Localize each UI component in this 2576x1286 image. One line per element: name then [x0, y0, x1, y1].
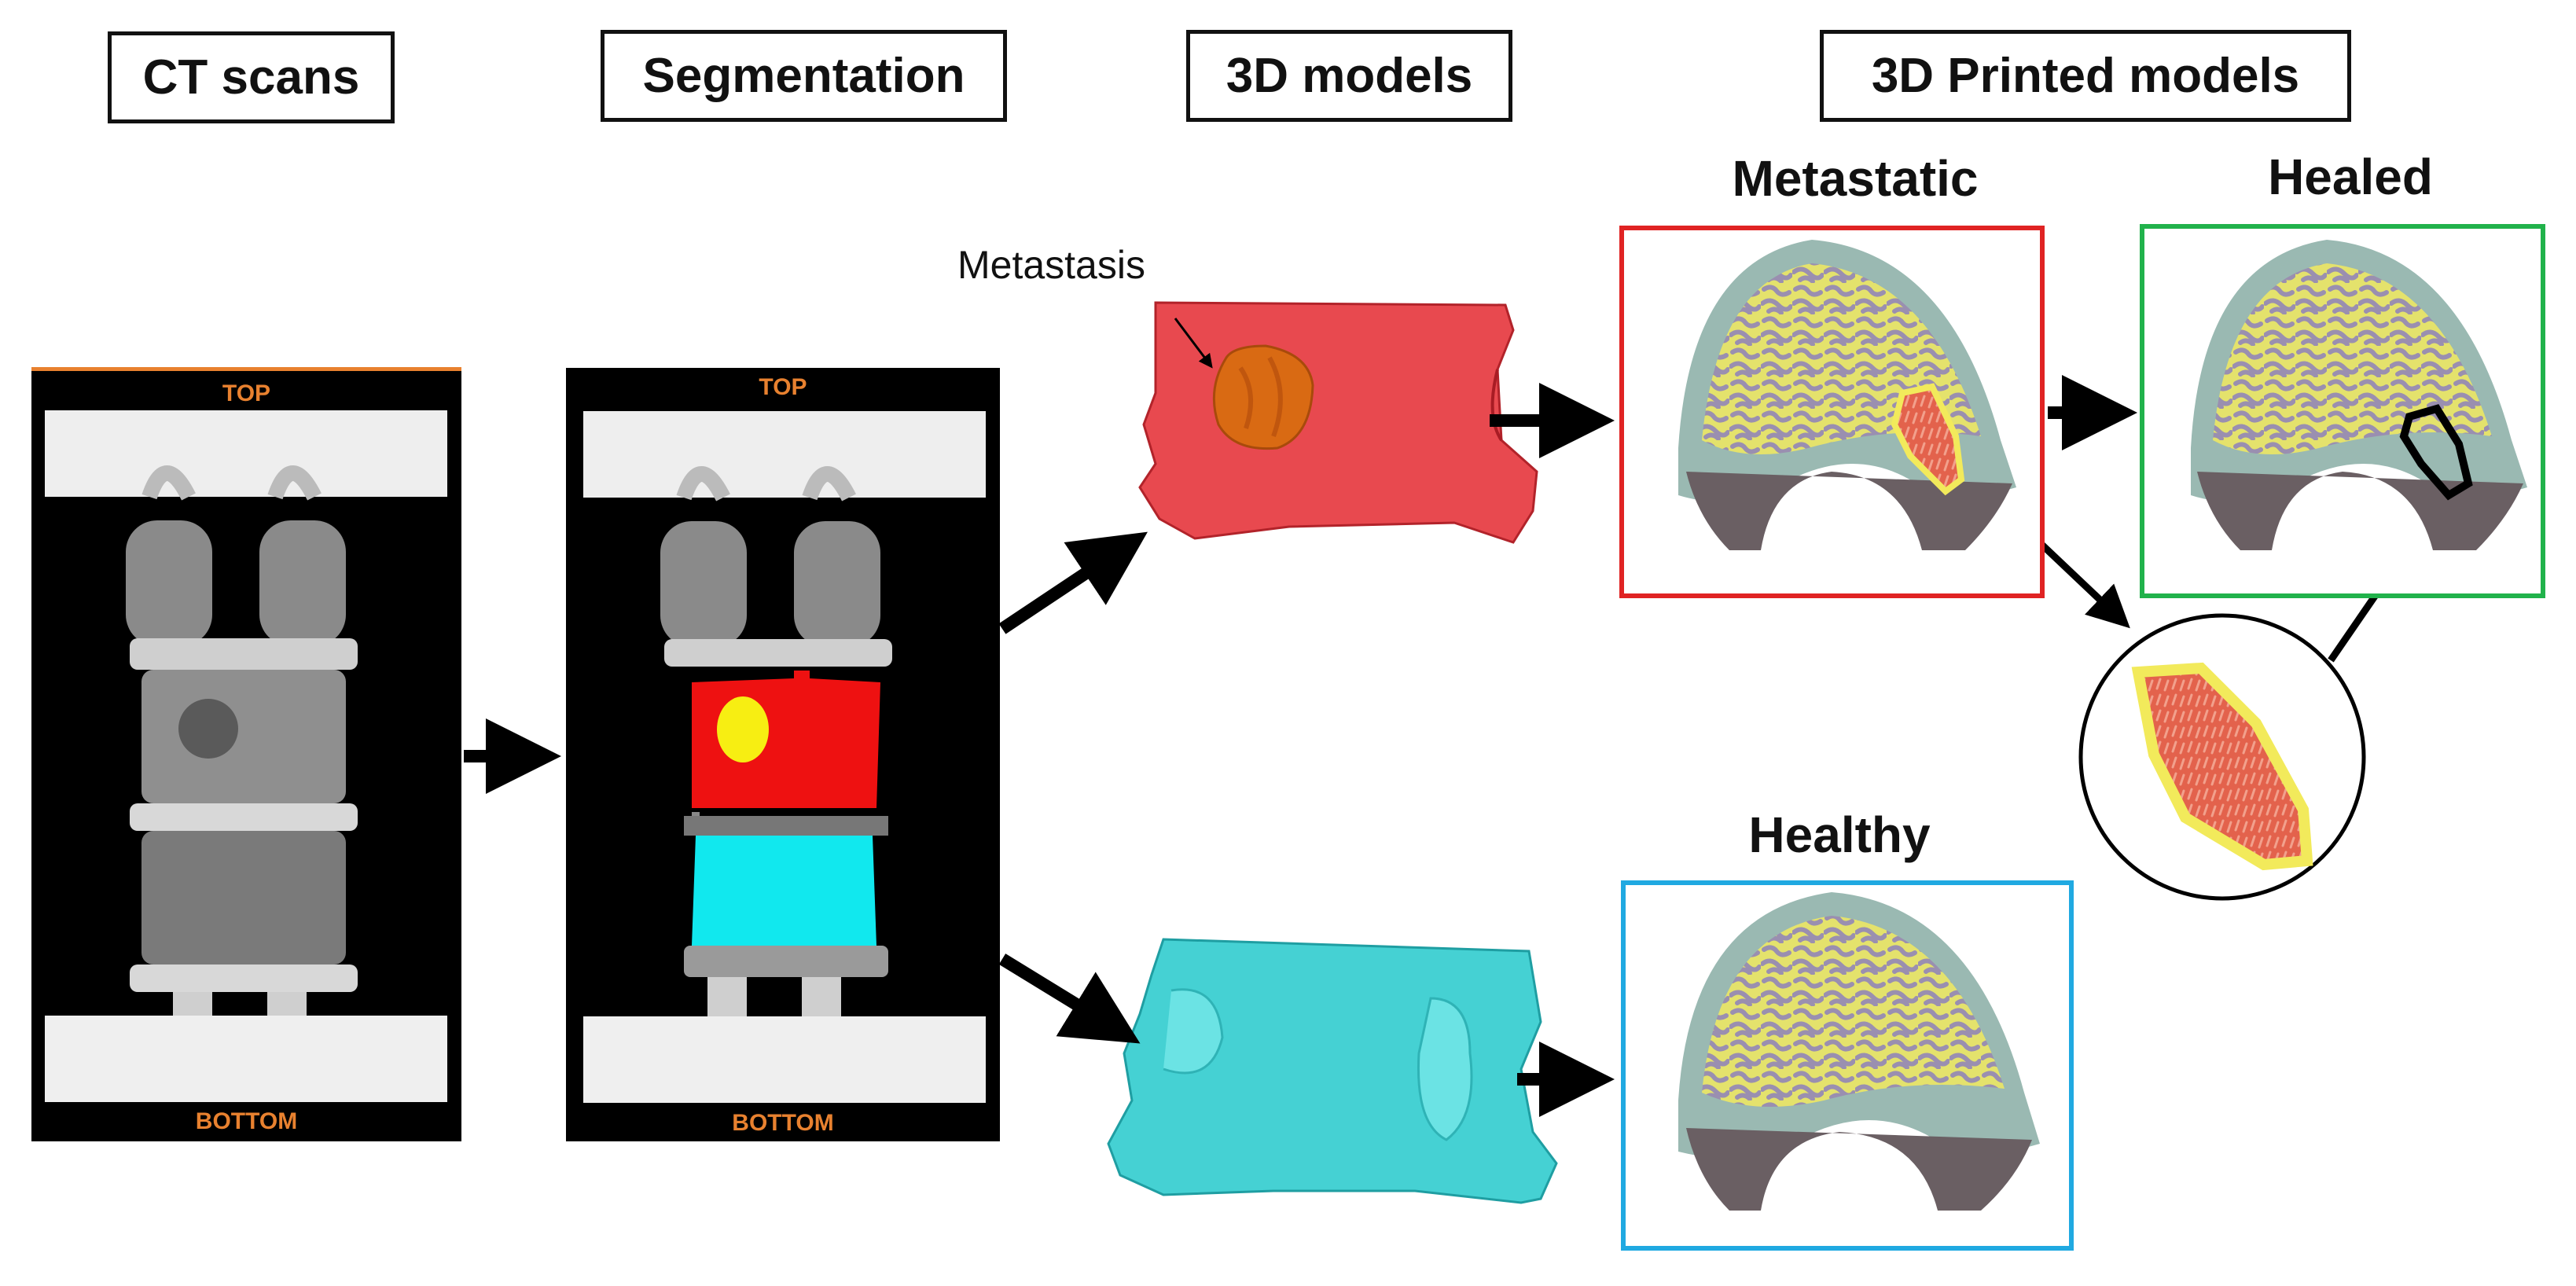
lesion-zoom-circle [2078, 613, 2366, 901]
metastatic-3d-model [1138, 301, 1538, 544]
header-3d-printed-models: 3D Printed models [1820, 30, 2351, 122]
segmentation-image [583, 411, 986, 1103]
header-ct-scans: CT scans [108, 31, 395, 123]
metastatic-printed-model [1619, 226, 2045, 598]
title-healthy: Healthy [1748, 807, 1931, 863]
lesion [1891, 383, 1965, 496]
metastasis-pointer-line [1174, 318, 1213, 369]
arrow-seg-to-healthy-model [998, 953, 1141, 1044]
ct-top-label: TOP [222, 380, 271, 406]
title-metastatic: Metastatic [1732, 150, 1979, 207]
seg-top-label: TOP [759, 374, 807, 400]
ct-scan-panel: TOP BOTTOM [31, 367, 461, 1141]
flow-arrows [464, 375, 2137, 1117]
header-3d-models: 3D models [1186, 30, 1512, 122]
title-healed: Healed [2268, 149, 2433, 205]
ct-bottom-label: BOTTOM [195, 1108, 298, 1134]
healthy-printed-model [1621, 880, 2074, 1251]
healed-lesion-outline [2399, 404, 2473, 501]
seg-bottom-label: BOTTOM [732, 1110, 834, 1136]
segmentation-panel: TOP BOTTOM [566, 368, 1000, 1141]
ct-vertebra-image [45, 410, 447, 1102]
metastasis-label: Metastasis [957, 243, 1145, 287]
healed-printed-model [2140, 224, 2545, 598]
healthy-3d-model [1107, 938, 1558, 1204]
header-segmentation: Segmentation [601, 30, 1007, 122]
arrow-seg-to-metastatic-model [998, 531, 1148, 634]
